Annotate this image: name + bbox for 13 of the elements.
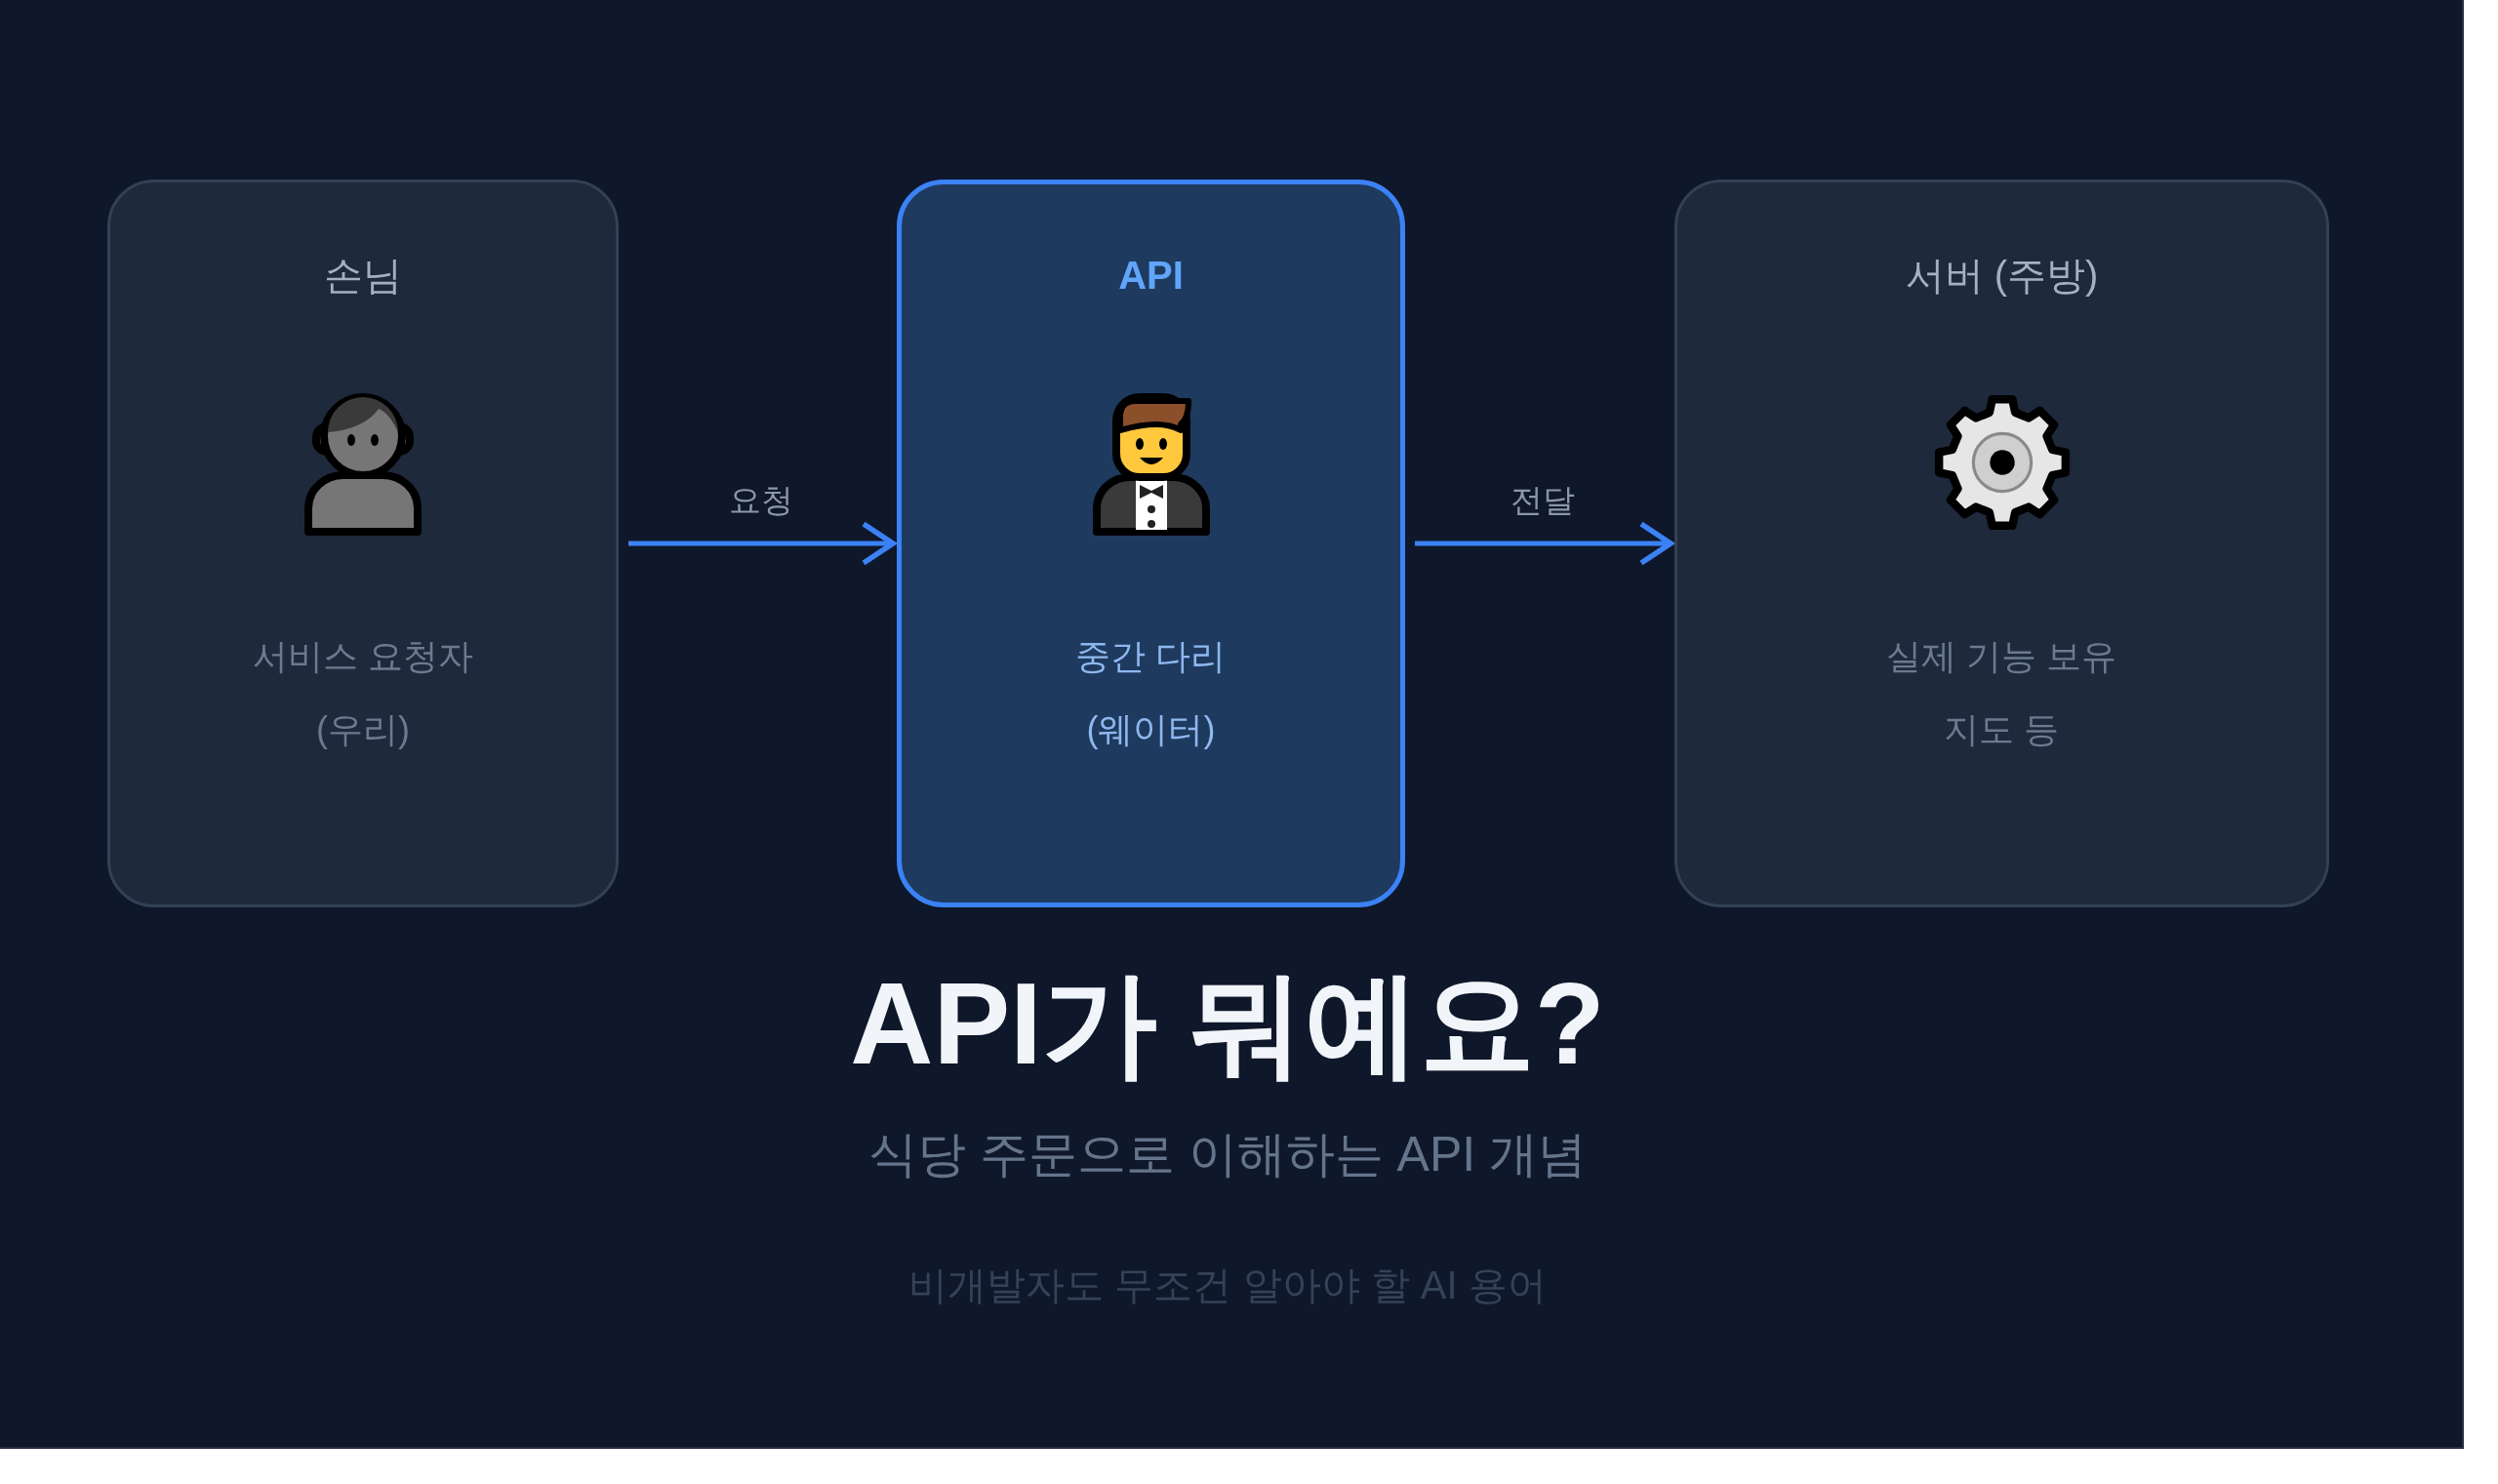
diagram-title: API가 뭐예요? [850,958,1605,1090]
card-description: 실제 기능 보유 지도 등 [1885,635,2118,751]
card [107,180,619,907]
card-description: 중간 다리 (웨이터) [1074,635,1228,751]
subtitle: 식당 주문으로 이해하는 API 개념 [867,1126,1588,1183]
highlighted-card [897,180,1405,907]
arrow [1415,521,1673,566]
card-title: API [1118,253,1184,299]
card-title: 서버 (주방) [1905,253,2099,299]
arrow [628,521,896,566]
card-title: 손님 [324,253,402,299]
card-description: 서비스 요청자 (우리) [252,635,474,751]
card [1674,180,2329,907]
